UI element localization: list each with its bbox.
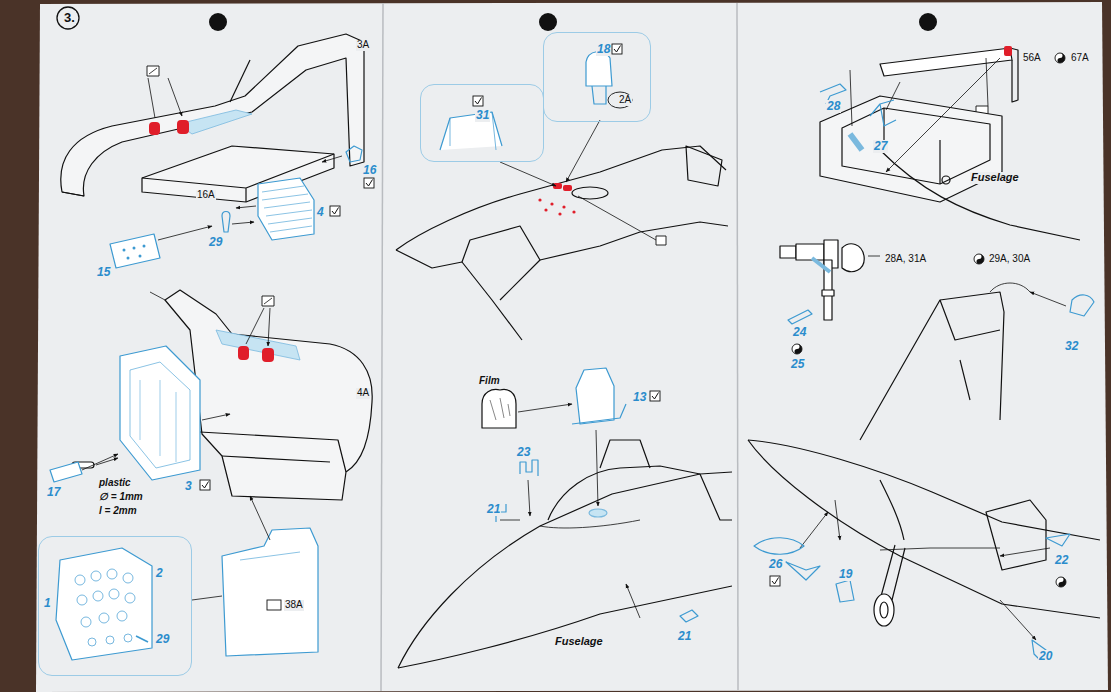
punch-hole <box>539 13 557 31</box>
callout-number: 28 <box>826 100 841 113</box>
part-reference: 29A, 30A <box>988 254 1031 265</box>
callout-number: 29 <box>155 633 170 646</box>
part-reference: 4A <box>356 388 370 399</box>
inset-bubble: 31 <box>420 84 544 162</box>
callout-number: 23 <box>516 446 531 459</box>
callout-number: 18 <box>596 43 611 56</box>
punch-hole <box>209 13 227 31</box>
part-name: Fuselage <box>554 636 604 648</box>
check-mark <box>200 44 780 586</box>
callout-number: 24 <box>792 326 807 339</box>
callout-number: 4 <box>316 206 325 219</box>
step-number: 3. <box>63 11 76 25</box>
part-reference: 38A <box>284 600 304 611</box>
inset-bubble: 18 <box>543 32 651 122</box>
note-text: Film <box>478 376 501 387</box>
fold-line <box>737 3 738 690</box>
callout-number: 2 <box>155 567 164 580</box>
callout-number: 1 <box>43 597 52 610</box>
fold-line <box>381 3 383 691</box>
part-reference: 16A <box>196 190 216 201</box>
callout-number: 31 <box>475 109 490 122</box>
callout-number: 13 <box>632 391 647 404</box>
part-reference: 28A, 31A <box>884 254 927 265</box>
note-text: l = 2mm <box>98 506 138 517</box>
callout-number: 29 <box>208 236 223 249</box>
part-reference: 3A <box>356 40 370 51</box>
callout-number: 32 <box>1064 340 1079 353</box>
part-reference: 56A <box>1022 53 1042 64</box>
paper-sheet <box>36 2 1108 692</box>
etched-parts <box>50 52 1094 662</box>
punch-hole <box>919 13 937 31</box>
callout-number: 17 <box>46 486 61 499</box>
callout-number: 27 <box>873 140 888 153</box>
illustration <box>61 34 1100 668</box>
part-reference: 67A <box>1070 53 1090 64</box>
callout-number: 3 <box>184 480 193 493</box>
part-reference: 2A <box>618 95 632 106</box>
callout-number: 26 <box>768 558 783 571</box>
note-text: plastic <box>98 478 132 489</box>
callout-number: 20 <box>1038 650 1053 663</box>
inset-bubble: 1 2 29 <box>38 536 192 676</box>
option-icon <box>267 53 1066 610</box>
callout-number: 22 <box>1054 554 1069 567</box>
callout-number: 15 <box>96 266 111 279</box>
callout-number: 16 <box>362 164 377 177</box>
callout-number: 21 <box>677 630 692 643</box>
note-text: ∅ = 1mm <box>98 492 144 503</box>
callout-number: 21 <box>486 503 501 516</box>
step-circle <box>57 7 79 29</box>
part-name: Fuselage <box>970 172 1020 184</box>
callout-number: 19 <box>838 568 853 581</box>
callout-number: 25 <box>790 358 805 371</box>
